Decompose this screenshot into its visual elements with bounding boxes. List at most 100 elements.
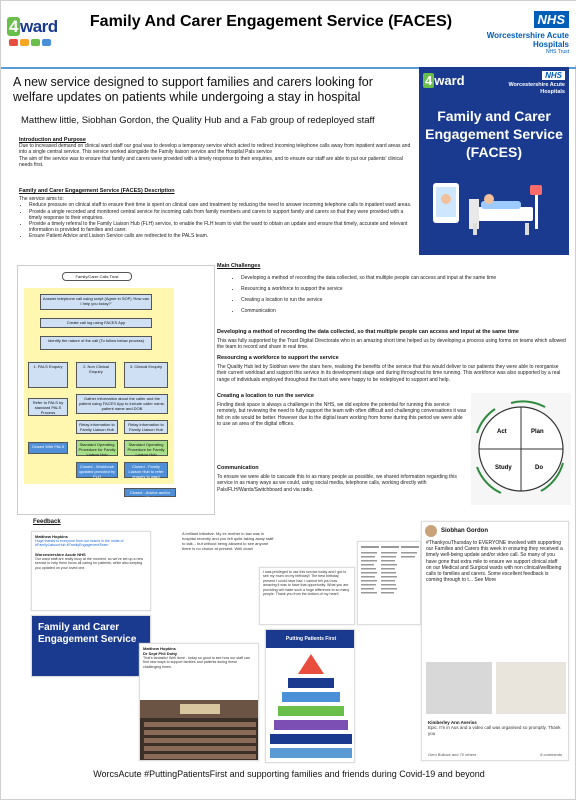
list-item: Provide a timely referral to the Family … [29, 221, 414, 233]
tweet-author: Matthew Hopkins [35, 534, 68, 539]
pdsa-study: Study [495, 465, 512, 471]
flow-sop-1: Standard Operating Procedure for Family … [76, 440, 118, 457]
logo-word: ward [19, 17, 58, 36]
team-list-card [357, 541, 421, 625]
challenge-heading: Creating a location to run the service [217, 393, 314, 399]
comments-count: 8 comments [540, 752, 562, 757]
header-divider [1, 67, 576, 69]
poster-thumbnail: Family and Carer Engagement Service [31, 615, 151, 677]
pdsa-do: Do [535, 465, 543, 471]
aims-list: Reduce pressure on clinical staff to ens… [29, 202, 414, 239]
flow-step-identify: Identify the nature of the call (To foll… [40, 336, 152, 350]
flow-closed-ward: Closed - Family Liaison Hub to refer enq… [124, 462, 168, 479]
subtitle: A new service designed to support famili… [13, 75, 373, 104]
intro-text: Due to increased demand on clinical ward… [19, 143, 411, 156]
challenge-text: To ensure we were able to cascade this t… [217, 474, 457, 493]
post-author: Siobhan Gordon [441, 528, 488, 534]
challenges-section: Main Challenges Developing a method of r… [217, 263, 569, 317]
banner-nhs-logo: NHS [542, 71, 565, 80]
description-section: Family and Carer Engagement Service (FAC… [19, 188, 414, 240]
team-list [361, 546, 419, 594]
list-item: Communication [241, 306, 569, 317]
post-photo [426, 662, 492, 714]
challenges-heading: Main Challenges [217, 263, 261, 269]
list-item: Provide a single recorded and monitored … [29, 209, 414, 221]
process-flowchart: Family/Carer Calls Trust Answer telephon… [17, 265, 215, 515]
likes-count: Gem Bullock and 70 others [428, 752, 477, 757]
trust-name: NHS Trust [545, 49, 569, 55]
challenge-text: The Quality Hub led by Siobhan were the … [217, 364, 561, 383]
flow-step-answer: Answer telephone call using script (Agre… [40, 294, 152, 310]
pdsa-act: Act [497, 429, 507, 435]
flow-sop-2: Standard Operating Procedure for Family … [124, 440, 168, 457]
putting-patients-first-card: Putting Patients First [265, 629, 355, 763]
post-photo [496, 662, 566, 714]
intro-section: Introduction and Purpose Due to increase… [19, 137, 414, 169]
flow-option-clinical: 3. Clinical Enquiry [124, 362, 168, 388]
auditorium-photo [140, 700, 258, 760]
tweet-subauthor: Dr Sept Phil Dotty [143, 651, 178, 656]
footer: WorcsAcute #PuttingPatientsFirst and sup… [93, 769, 485, 779]
tweet-text: Huge thanks to everyone from our teams i… [35, 539, 124, 548]
challenge-text: This was fully supported by the Trust Di… [217, 338, 566, 351]
tweet-text: That's fantastic! Well done - today so g… [143, 656, 250, 669]
intro-heading: Introduction and Purpose [19, 137, 86, 143]
nhs-logo: NHS [533, 11, 569, 28]
intro-text-2: The aim of the service was to ensure tha… [19, 155, 403, 169]
post-text: #ThankyouThursday to EVERYONE involved w… [426, 540, 563, 584]
comment-text: Epic. I'm in Aus and a video call was or… [428, 725, 561, 736]
comment-author: Kimberley Ann Averiss [428, 720, 477, 725]
challenge-data: Developing a method of recording the dat… [217, 329, 567, 351]
quote-text: A brilliant initiative. My ex mother in … [182, 531, 274, 551]
tweet-text: Our ward staff are really busy at the mo… [35, 556, 144, 570]
org-name: Worcestershire Acute Hospitals [486, 31, 569, 49]
list-item: Reduce pressure on clinical staff to ens… [29, 202, 414, 208]
flow-relay-2: Relay information to Family Liaison Hub [124, 420, 168, 434]
tweet-author: Worcestershire Acute NHS [35, 551, 86, 557]
page-title: Family And Carer Engagement Service (FAC… [89, 13, 453, 30]
list-item: Developing a method of recording the dat… [241, 273, 569, 284]
authors: Matthew little, Siobhan Gordon, the Qual… [21, 115, 375, 126]
banner-title: Family and Carer Engagement Service (FAC… [425, 108, 563, 160]
tweet-card: Matthew Hopkins Dr Sept Phil Dotty That'… [139, 643, 259, 761]
feedback-heading: Feedback [33, 519, 61, 525]
challenge-heading: Developing a method of recording the dat… [217, 329, 519, 335]
flow-closed-pals: Closed With PALS [28, 442, 68, 454]
list-item: Resourcing a workforce to support the se… [241, 284, 569, 295]
quote-text: I was privileged to use this service tod… [263, 570, 350, 597]
flow-relay-1: Relay information to Family Liaison Hub [76, 420, 118, 434]
description-heading: Family and Carer Engagement Service (FAC… [19, 188, 175, 194]
flow-pals-refer: Refer to PALS by standard PALS Process [28, 398, 68, 416]
challenge-location: Creating a location to run the service F… [217, 393, 467, 428]
facebook-post: Siobhan Gordon #ThankyouThursday to EVER… [421, 521, 569, 761]
flow-gather-info: Gather information about the caller and … [76, 394, 168, 414]
list-item: Creating a location to run the service [241, 295, 569, 306]
challenge-heading: Resourcing a workforce to support the se… [217, 355, 339, 361]
list-item: Ensure Patient Advice and Liaison Servic… [29, 233, 414, 239]
flow-closed-workbook: Closed - Workbook updated provided by FL… [76, 462, 118, 479]
nhs-logo-block: NHS Worcestershire Acute Hospitals NHS T… [459, 11, 569, 55]
tweet-card: Matthew Hopkins Huge thanks to everyone … [31, 531, 151, 611]
ppf-title: Putting Patients First [266, 630, 354, 648]
flowchart-title: Family/Carer Calls Trust [62, 272, 132, 281]
challenge-communication: Communication To ensure we were able to … [217, 465, 467, 493]
ppf-pyramid [270, 654, 352, 758]
challenge-workforce: Resourcing a workforce to support the se… [217, 355, 567, 383]
flow-final: Closed - Advice and/or Work [124, 488, 176, 500]
challenge-heading: Communication [217, 465, 259, 471]
avatar [425, 525, 437, 537]
banner-org: Worcestershire Acute Hospitals [508, 82, 565, 95]
pdsa-plan: Plan [531, 429, 544, 435]
flow-option-non-clinical: 2. Non Clinical Enquiry [76, 362, 116, 388]
poster-thumbnail-title: Family and Carer Engagement Service [38, 622, 137, 645]
description-lead: The service aims to: [19, 196, 64, 202]
challenges-list: Developing a method of recording the dat… [241, 273, 569, 317]
pdsa-cycle-diagram: Act Plan Study Do [471, 393, 571, 505]
hospital-bed-illustration [433, 183, 542, 235]
flow-step-log: Create call log using FACES App [40, 318, 152, 328]
